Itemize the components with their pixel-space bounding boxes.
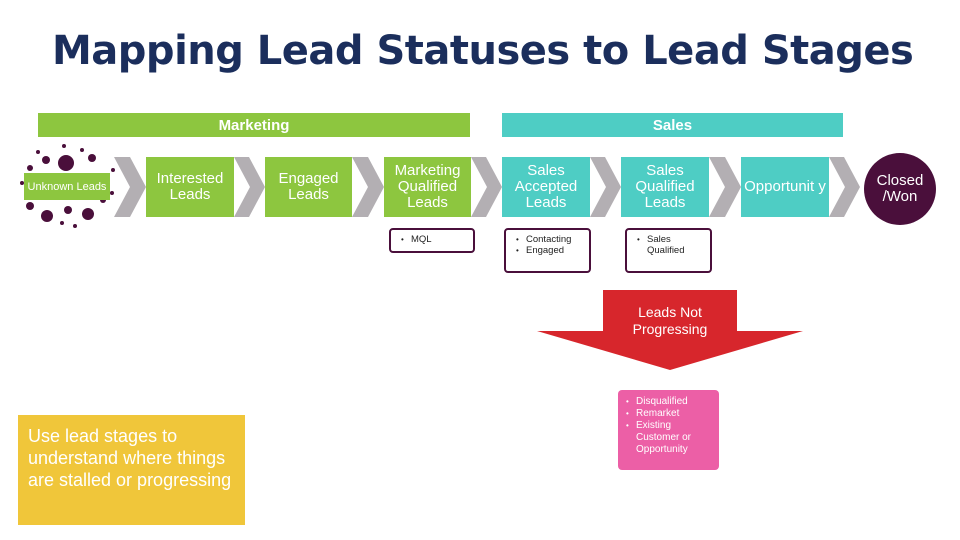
stage-sales-accepted-leads-label: Sales Accepted Leads — [514, 162, 578, 211]
status-item: Engaged — [516, 245, 583, 256]
phase-sales-bar: Sales — [502, 113, 843, 137]
not-progressing-status-box: Disqualified Remarket Existing Customer … — [618, 390, 719, 470]
stage-unknown-leads: Unknown Leads — [24, 173, 110, 200]
stage-closed-won: Closed /Won — [864, 153, 936, 225]
status-box-mql: MQL — [389, 228, 475, 253]
chevron-arrow-6 — [709, 157, 741, 217]
status-item: Sales Qualified — [637, 234, 685, 256]
leads-not-progressing-label: Leads Not Progressing — [632, 304, 708, 337]
not-progressing-item: Remarket — [626, 408, 715, 420]
status-item: MQL — [401, 234, 467, 245]
stage-interested-leads-label: Interested Leads — [156, 170, 224, 203]
phase-marketing-bar: Marketing — [38, 113, 470, 137]
chevron-arrow-4 — [471, 157, 502, 217]
status-box-sql: Sales Qualified — [625, 228, 712, 273]
stage-marketing-qualified-leads-label: Marketing Qualified Leads — [394, 162, 461, 211]
stage-unknown-leads-label: Unknown Leads — [27, 180, 107, 193]
stage-opportunity-label: Opportunit y — [744, 178, 826, 195]
chevron-arrow-7 — [829, 157, 860, 217]
tip-text: Use lead stages to understand where thin… — [28, 426, 232, 490]
stage-sales-accepted-leads: Sales Accepted Leads — [502, 157, 590, 217]
not-progressing-item: Disqualified — [626, 396, 715, 408]
stage-marketing-qualified-leads: Marketing Qualified Leads — [384, 157, 471, 217]
stage-sales-qualified-leads-label: Sales Qualified Leads — [635, 162, 695, 211]
status-box-sal: Contacting Engaged — [504, 228, 591, 273]
stage-closed-won-label: Closed /Won — [876, 172, 924, 205]
chevron-arrow-2 — [234, 157, 265, 217]
status-item: Contacting — [516, 234, 583, 245]
stage-interested-leads: Interested Leads — [146, 157, 234, 217]
chevron-arrow-5 — [590, 157, 621, 217]
tip-callout: Use lead stages to understand where thin… — [18, 415, 245, 525]
not-progressing-item: Existing Customer or Opportunity — [626, 420, 715, 456]
stage-engaged-leads: Engaged Leads — [265, 157, 352, 217]
stage-sales-qualified-leads: Sales Qualified Leads — [621, 157, 709, 217]
phase-sales-label: Sales — [652, 116, 693, 134]
stage-engaged-leads-label: Engaged Leads — [278, 170, 339, 203]
stage-opportunity: Opportunit y — [741, 157, 829, 217]
phase-marketing-label: Marketing — [218, 116, 290, 134]
page-title: Mapping Lead Statuses to Lead Stages — [52, 28, 914, 74]
chevron-arrow-1 — [114, 157, 146, 217]
chevron-arrow-3 — [352, 157, 384, 217]
